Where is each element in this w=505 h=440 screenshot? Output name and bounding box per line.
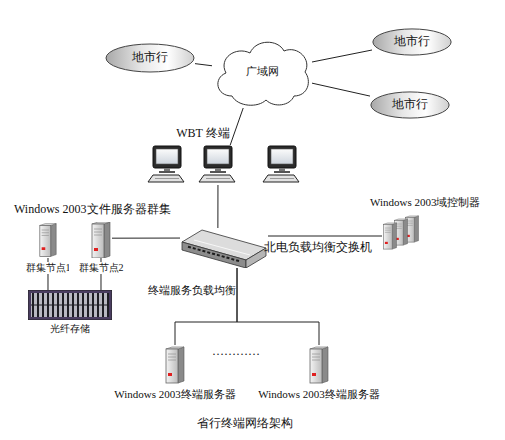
node-label: 地市行	[372, 34, 452, 48]
branch-ellipse: 地市行	[105, 43, 195, 73]
terminal-server-shape	[310, 347, 328, 383]
network-link	[112, 238, 180, 239]
fibre-storage: 光纤存储	[28, 290, 112, 320]
terminal-server-icon	[164, 345, 186, 385]
terminal-server-icon	[308, 345, 330, 385]
branch-ellipse-shape	[371, 92, 449, 118]
terminal-pc-icon	[198, 145, 238, 185]
domain-controller-shape	[383, 216, 418, 249]
cluster-server: 群集节点2	[90, 222, 112, 258]
network-link	[312, 83, 370, 96]
terminal-pc: WBT 终端	[198, 145, 238, 185]
network-link	[268, 236, 382, 237]
terminal-pc-icon	[148, 146, 184, 182]
branch-ellipse: 地市行	[372, 28, 452, 56]
terminal-server-shape	[166, 347, 184, 383]
fibre-storage-icon	[28, 290, 112, 320]
node-label: 地市行	[370, 97, 450, 111]
network-link	[230, 108, 243, 145]
node-label: Windows 2003终端服务器	[258, 388, 380, 401]
link-label: 终端服务负载均衡	[148, 284, 236, 297]
cluster-server-icon	[90, 222, 112, 258]
network-link	[195, 64, 212, 66]
terminal-pc-shape	[199, 146, 235, 182]
node-label: Windows 2003终端服务器	[114, 388, 236, 401]
load-balancer-switch-icon	[180, 228, 268, 268]
node-label: WBT 终端	[168, 126, 238, 140]
node-label: 广域网	[212, 65, 312, 78]
load-balancer-switch: 北电负载均衡交换机	[180, 228, 268, 268]
network-link	[312, 50, 372, 62]
ellipsis-label: …………	[212, 344, 260, 358]
terminal-server: Windows 2003终端服务器	[308, 345, 330, 385]
node-label: 光纤存储	[28, 323, 112, 335]
diagram-caption: 省行终端网络架构	[190, 416, 300, 430]
cluster-server-shape	[92, 222, 110, 258]
network-link	[237, 268, 319, 345]
domain-controller-icon	[382, 215, 420, 250]
node-label: Windows 2003域控制器	[370, 196, 480, 209]
group-label: Windows 2003文件服务器群集	[14, 202, 171, 216]
fibre-storage-shape	[28, 290, 112, 320]
node-label: 地市行	[105, 50, 195, 64]
node-label: 群集节点2	[69, 262, 133, 274]
branch-ellipse: 地市行	[370, 91, 450, 119]
terminal-pc-icon	[263, 146, 299, 182]
node-label: 北电负载均衡交换机	[264, 240, 372, 254]
branch-ellipse-shape	[373, 29, 451, 55]
load-balancer-switch-shape	[182, 230, 266, 268]
wan-cloud: 广域网	[212, 36, 312, 108]
cluster-server-icon	[38, 222, 58, 258]
network-link	[217, 185, 218, 228]
cluster-server-shape	[40, 224, 56, 257]
terminal-server: Windows 2003终端服务器	[164, 345, 186, 385]
network-link	[175, 268, 237, 345]
domain-controller: Windows 2003域控制器	[382, 215, 420, 250]
branch-ellipse-shape	[106, 44, 194, 72]
cluster-server: 群集节点1	[38, 222, 58, 258]
